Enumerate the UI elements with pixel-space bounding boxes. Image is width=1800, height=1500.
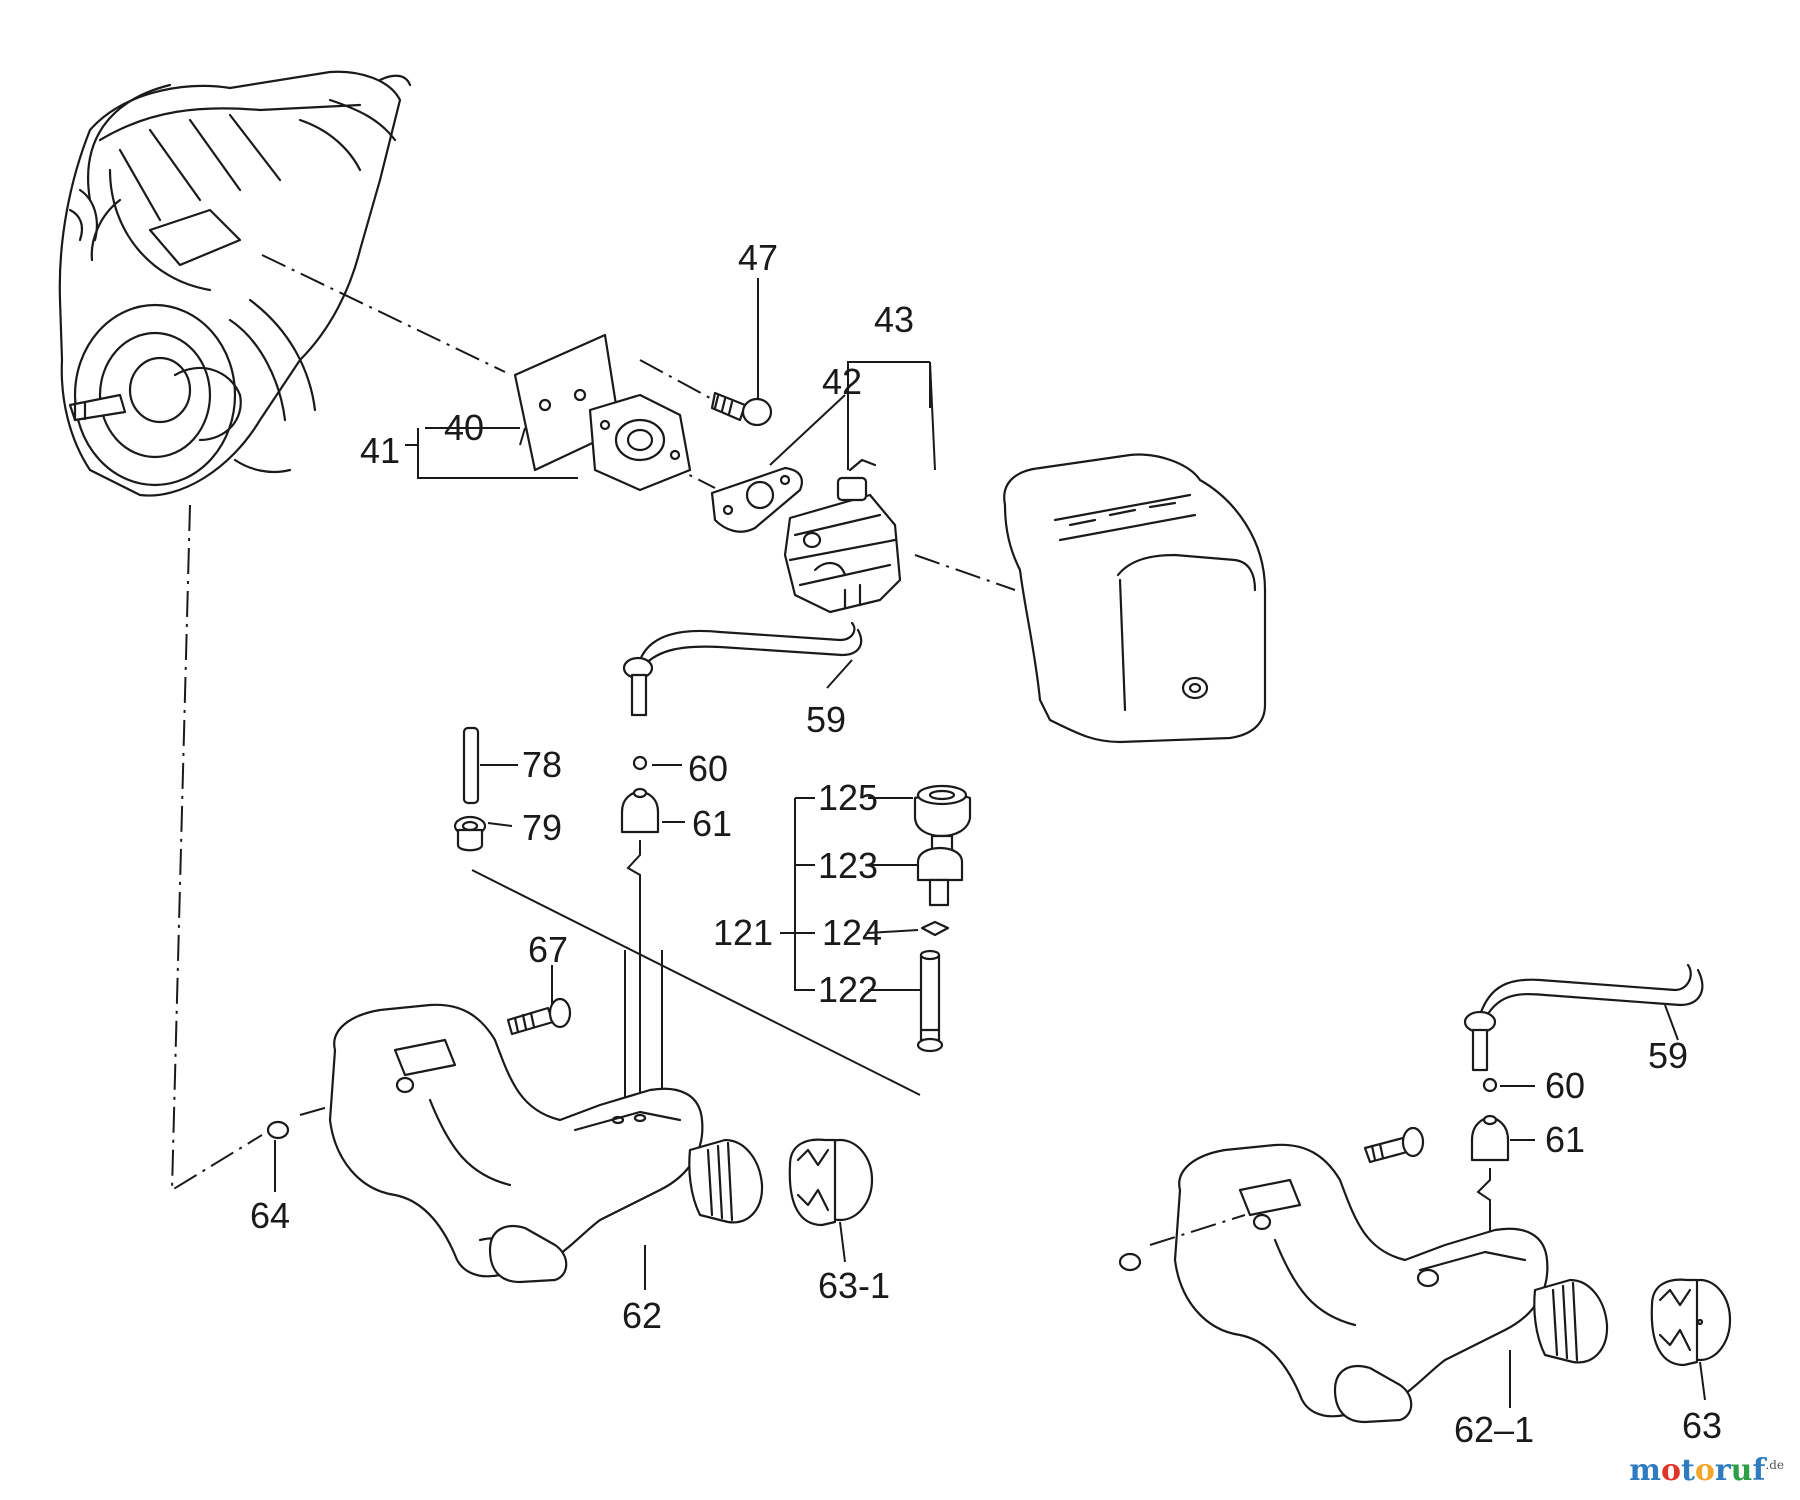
label-41: 41 xyxy=(360,430,400,471)
centerline xyxy=(639,359,711,399)
logo-letter: m xyxy=(1629,1453,1661,1488)
fuel-filter xyxy=(620,787,660,834)
bolt xyxy=(1363,1126,1425,1164)
label-124: 124 xyxy=(822,912,882,953)
label-67: 67 xyxy=(528,929,568,970)
label-43: 43 xyxy=(874,299,914,340)
label-60-lower: 60 xyxy=(1545,1065,1585,1106)
cap-assembly xyxy=(913,784,972,858)
label-64: 64 xyxy=(250,1195,290,1236)
logo-letter: r xyxy=(1714,1453,1731,1488)
clip xyxy=(920,920,950,937)
fuel-filter xyxy=(1470,1114,1510,1162)
logo-letter: o xyxy=(1660,1453,1681,1488)
connector-line xyxy=(624,950,663,1110)
centerline xyxy=(261,254,506,373)
bolt xyxy=(506,997,572,1036)
label-59-upper: 59 xyxy=(806,699,846,740)
centerline xyxy=(1149,1214,1246,1246)
connector-line xyxy=(471,869,921,1096)
label-63-1: 63-1 xyxy=(818,1265,890,1306)
logo-letter: o xyxy=(1694,1453,1715,1488)
fuel-tank xyxy=(1173,1143,1609,1424)
label-62-1: 62–1 xyxy=(1454,1409,1534,1450)
label-123: 123 xyxy=(818,845,878,886)
label-63: 63 xyxy=(1682,1405,1722,1446)
centerline xyxy=(914,554,1016,591)
carburetor xyxy=(783,458,902,614)
bolt xyxy=(710,391,773,427)
connector-line xyxy=(626,840,641,1100)
fuel-tank xyxy=(328,1003,764,1284)
washer xyxy=(1482,1077,1498,1093)
fuel-cap xyxy=(1650,1278,1732,1367)
label-122: 122 xyxy=(818,969,878,1010)
tube xyxy=(916,949,944,1053)
label-47: 47 xyxy=(738,237,778,278)
label-79: 79 xyxy=(522,807,562,848)
gasket xyxy=(710,466,803,533)
fuel-pipe xyxy=(622,621,863,717)
label-60-upper: 60 xyxy=(688,748,728,789)
label-59-lower: 59 xyxy=(1648,1035,1688,1076)
washer xyxy=(632,755,648,771)
logo-letter: u xyxy=(1730,1453,1753,1488)
connector-line xyxy=(1476,1168,1491,1245)
grommet xyxy=(453,815,487,852)
grommet xyxy=(266,1120,290,1140)
label-61-upper: 61 xyxy=(692,803,732,844)
motoruf-logo: motoruf.de xyxy=(1629,1453,1784,1488)
engine-assembly xyxy=(58,70,412,497)
label-42: 42 xyxy=(822,361,862,402)
logo-suffix: .de xyxy=(1765,1458,1784,1472)
label-40: 40 xyxy=(444,407,484,448)
air-cleaner-cover xyxy=(1003,453,1267,744)
label-78: 78 xyxy=(522,744,562,785)
fuel-cap xyxy=(788,1138,874,1227)
carburetor-spacer xyxy=(588,393,692,492)
pipe xyxy=(462,726,480,805)
label-61-lower: 61 xyxy=(1545,1119,1585,1160)
label-121: 121 xyxy=(713,912,773,953)
logo-letter: f xyxy=(1752,1453,1766,1488)
grommet xyxy=(1118,1252,1142,1272)
logo-letter: t xyxy=(1680,1453,1695,1488)
cap-inner xyxy=(916,846,964,907)
label-62: 62 xyxy=(622,1295,662,1336)
label-125: 125 xyxy=(818,777,878,818)
fuel-pipe xyxy=(1463,963,1704,1072)
leader-lines xyxy=(274,278,1706,1408)
centerline xyxy=(170,504,263,1192)
